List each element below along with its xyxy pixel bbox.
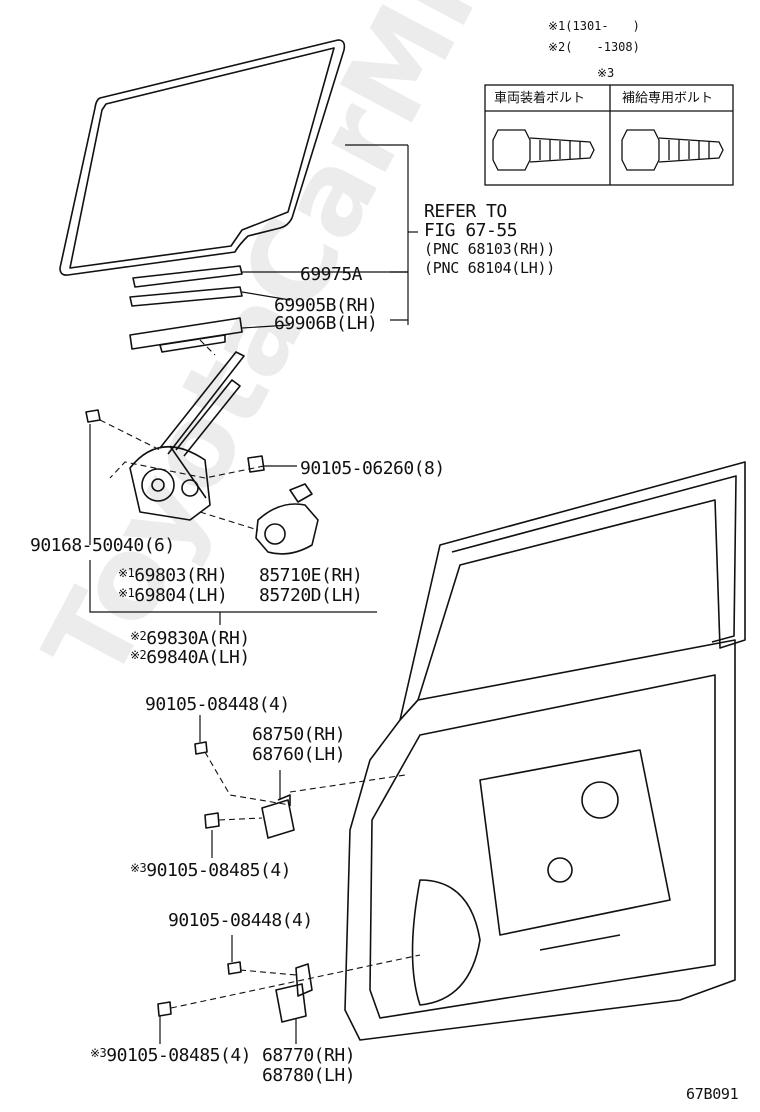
bolt-supply-icon: [621, 129, 724, 171]
part-68770: 68770(RH): [262, 1045, 356, 1066]
regulator-sector: [129, 446, 211, 521]
part-90105-08485-a: 90105-08485(4): [146, 860, 291, 881]
door-sash: [399, 461, 746, 721]
label-69804-row: ※169804(LH): [118, 585, 228, 606]
note-3-mark: ※3: [597, 66, 615, 80]
mark-3: ※3: [130, 861, 147, 875]
part-69830a: 69830A(RH): [146, 628, 250, 649]
door-glass-outline: [59, 39, 346, 276]
part-69803: 69803(RH): [134, 565, 228, 586]
mark-3: ※3: [90, 1046, 107, 1060]
mark-2: ※2: [130, 629, 147, 643]
note-1: ※1(1301- ): [548, 19, 640, 33]
part-69906b: 69906B(LH): [274, 313, 378, 334]
part-69975a: 69975A: [300, 264, 363, 285]
glass-channel-lower: [129, 317, 243, 350]
part-69905b: 69905B(RH): [274, 295, 378, 316]
part-68750: 68750(RH): [252, 724, 346, 745]
label-69830a-row: ※269830A(RH): [130, 630, 250, 648]
label-69803-row: ※169803(RH): [118, 565, 228, 586]
refer-pnc-lh: (PNC 68104(LH)): [424, 259, 555, 277]
part-69804: 69804(LH): [134, 585, 228, 606]
part-85710e: 85710E(RH): [259, 565, 363, 586]
door-glass-inner: [69, 47, 335, 269]
mark-1: ※1: [118, 586, 135, 600]
part-90105-08448-a: 90105-08448(4): [145, 694, 290, 715]
part-85720d: 85720D(LH): [259, 585, 363, 606]
regulator-arm: [159, 351, 245, 455]
part-90105-06260: 90105-06260(8): [300, 458, 445, 479]
door-panel: [344, 639, 736, 1041]
refer-pnc-rh: (PNC 68103(RH)): [424, 240, 555, 258]
bolt-table: [484, 84, 734, 186]
bolt-vehicle-icon: [492, 129, 595, 171]
door-lock-upper: [261, 799, 295, 839]
part-69840a: 69840A(LH): [146, 647, 250, 668]
refer-line-2: FIG 67-55: [424, 220, 518, 241]
part-68760: 68760(LH): [252, 744, 346, 765]
mark-1: ※1: [118, 566, 135, 580]
glass-channel-upper: [129, 286, 243, 307]
label-90105-08485-b-row: ※390105-08485(4): [90, 1047, 251, 1065]
label-90105-08485-a-row: ※390105-08485(4): [130, 862, 291, 880]
door-lock-lower: [275, 983, 307, 1023]
bolt-table-col-supply: 補給専用ボルト: [622, 91, 714, 106]
figure-code: 67B091: [686, 1085, 739, 1103]
glass-run-strip: [132, 265, 243, 288]
label-69840a-row: ※269840A(LH): [130, 649, 250, 667]
mark-2: ※2: [130, 648, 147, 662]
part-90105-08448-b: 90105-08448(4): [168, 910, 313, 931]
part-68780: 68780(LH): [262, 1065, 356, 1086]
note-2: ※2( -1308): [548, 40, 640, 54]
regulator-motor: [255, 503, 319, 555]
part-90168-50040: 90168-50040(6): [30, 535, 175, 556]
bolt-table-col-vehicle: 車両装着ボルト: [494, 91, 586, 106]
refer-line-1: REFER TO: [424, 201, 507, 222]
part-90105-08485-b: 90105-08485(4): [106, 1045, 251, 1066]
